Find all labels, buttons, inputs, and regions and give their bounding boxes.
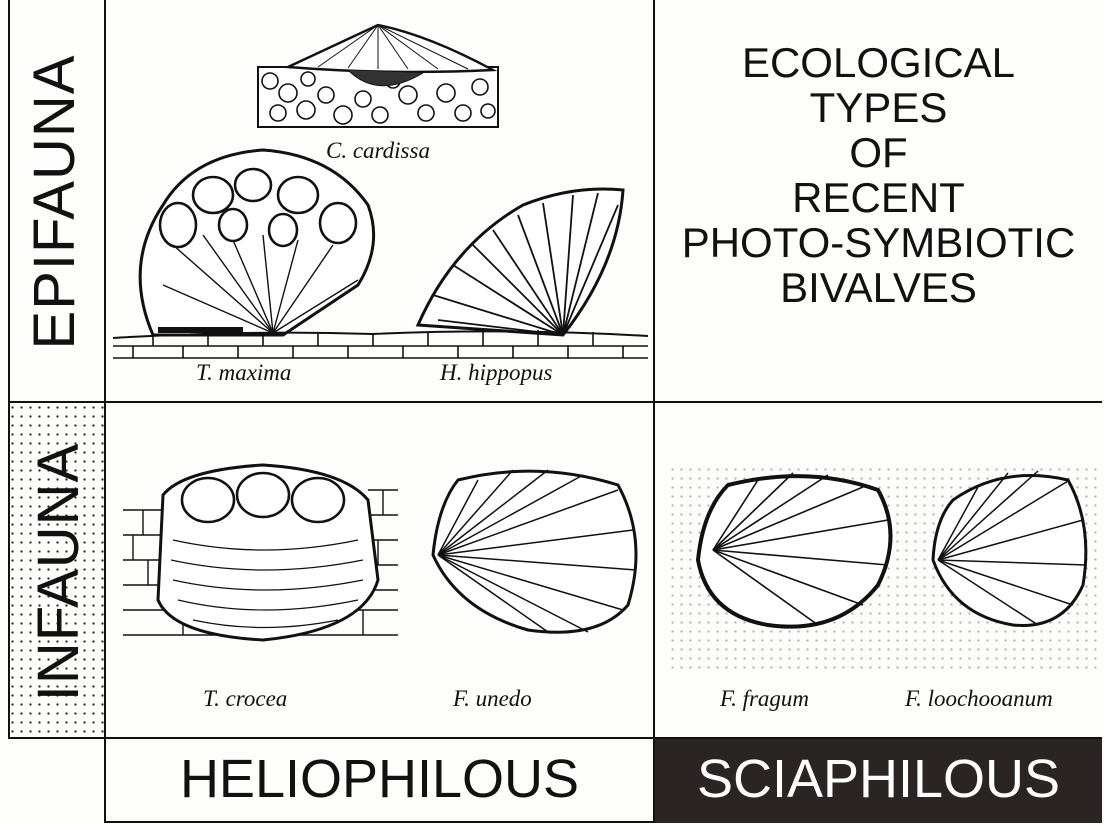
infauna-label: INFAUNA <box>25 407 89 737</box>
t-crocea-caption: T. crocea <box>203 686 287 712</box>
t-maxima-illustration <box>133 145 388 345</box>
divider-row-1 <box>8 401 1102 403</box>
epifauna-label: EPIFAUNA <box>21 27 85 377</box>
f-loochooanum-caption: F. loochooanum <box>905 686 1053 712</box>
epifauna-substrate <box>113 320 648 360</box>
f-fragum-illustration <box>688 465 903 640</box>
title-line-5: PHOTO-SYMBIOTIC <box>655 220 1102 265</box>
f-unedo-caption: F. unedo <box>453 686 532 712</box>
divider-left-column <box>104 0 106 823</box>
t-crocea-illustration <box>123 450 398 650</box>
h-hippopus-illustration <box>413 175 628 340</box>
h-hippopus-caption: H. hippopus <box>440 360 552 386</box>
t-maxima-caption: T. maxima <box>196 360 291 386</box>
outer-left-border <box>8 0 10 739</box>
f-loochooanum-illustration <box>923 465 1093 635</box>
heliophilous-label: HELIOPHILOUS <box>106 748 653 810</box>
c-cardissa-illustration <box>248 15 508 135</box>
title-line-6: BIVALVES <box>655 265 1102 310</box>
diagram-frame: EPIFAUNA INFAUNA ECOLOGICAL TYPES OF REC… <box>8 0 1102 823</box>
title-line-1: ECOLOGICAL <box>655 40 1102 85</box>
title-line-2: TYPES <box>655 85 1102 130</box>
title-line-4: RECENT <box>655 175 1102 220</box>
f-unedo-illustration <box>418 460 648 645</box>
f-fragum-caption: F. fragum <box>720 686 809 712</box>
sciaphilous-label: SCIAPHILOUS <box>655 748 1102 810</box>
title-line-3: OF <box>655 130 1102 175</box>
diagram-title: ECOLOGICAL TYPES OF RECENT PHOTO-SYMBIOT… <box>655 40 1102 310</box>
